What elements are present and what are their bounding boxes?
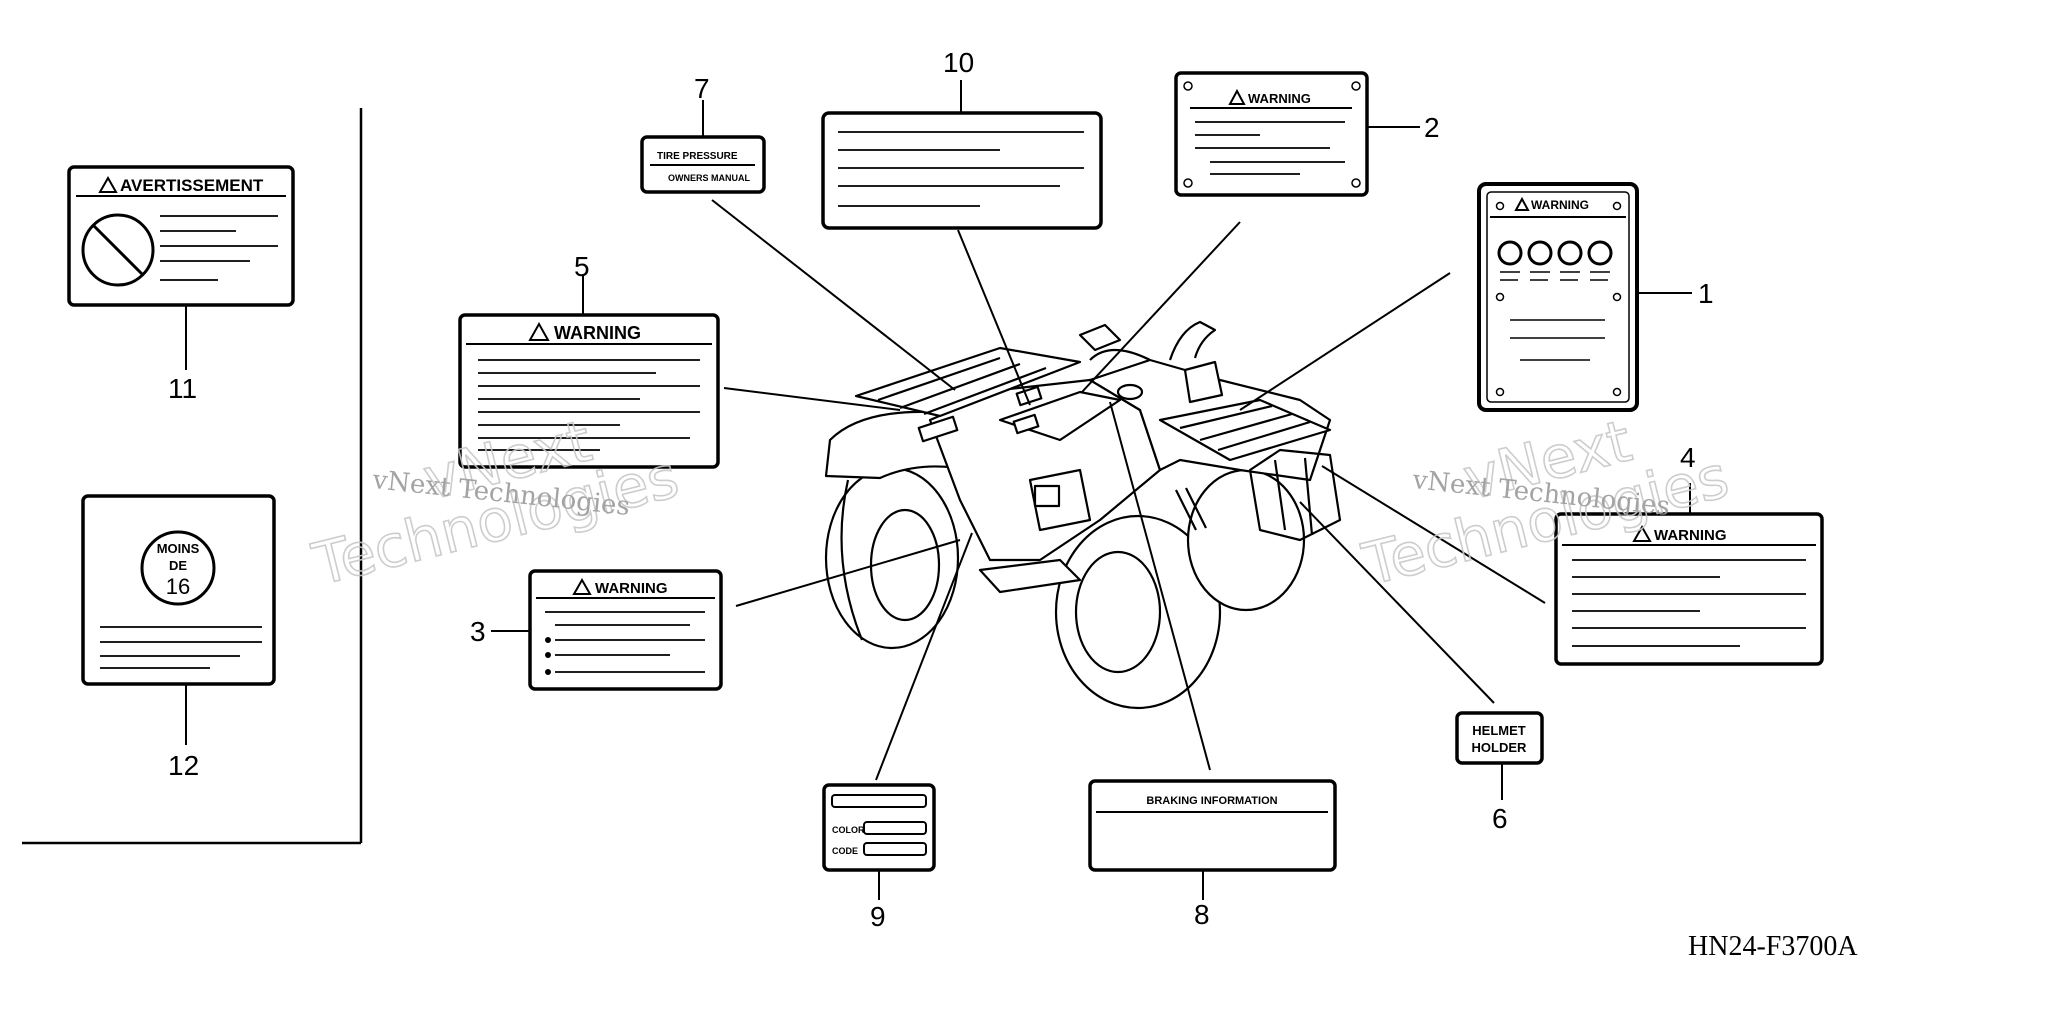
pictogram-icons: [1497, 240, 1613, 266]
label-4-warning: WARNING: [1554, 512, 1824, 666]
label-8-braking-information: BRAKING INFORMATION: [1088, 779, 1337, 872]
label-11-avertissement: AVERTISSEMENT: [67, 165, 295, 307]
callout-12: 12: [168, 750, 199, 781]
callout-1: 1: [1698, 278, 1714, 309]
callout-8: 8: [1194, 899, 1210, 930]
label-6-helmet-holder: HELMET HOLDER: [1455, 711, 1544, 765]
warning-text: WARNING: [595, 580, 668, 597]
warning-triangle-icon: [1514, 196, 1530, 211]
warning-text: WARNING: [1248, 91, 1311, 106]
braking-information-text: BRAKING INFORMATION: [1146, 795, 1277, 807]
callout-2: 2: [1424, 112, 1440, 143]
inset-divider: [22, 108, 363, 845]
callout-9: 9: [870, 901, 886, 932]
warning-triangle-icon: [98, 175, 118, 193]
owners-manual-text: OWNERS MANUAL: [668, 173, 750, 183]
callout-6: 6: [1492, 803, 1508, 834]
passenger-pictogram-icon: [1557, 240, 1583, 266]
label-5-warning: WARNING: [458, 313, 720, 469]
callout-3: 3: [470, 616, 486, 647]
leader-lines: [185, 80, 1692, 900]
label-2-warning: WARNING: [1174, 71, 1369, 197]
callout-4: 4: [1680, 442, 1696, 473]
callout-7: 7: [694, 73, 710, 104]
holder-text: HOLDER: [1472, 740, 1528, 755]
warning-text: WARNING: [1531, 198, 1589, 212]
warning-triangle-icon: [1228, 88, 1246, 105]
avertissement-text: AVERTISSEMENT: [120, 176, 264, 195]
age-circle-icon: [140, 530, 216, 606]
label-9-color-code: COLOR CODE: [822, 783, 936, 872]
callout-5: 5: [574, 251, 590, 282]
age-text: 16: [166, 574, 190, 599]
label-10-info: [821, 111, 1103, 230]
age-pictogram-icon: [1497, 240, 1523, 266]
callout-11: 11: [168, 373, 197, 404]
label-1-warning: WARNING: [1477, 182, 1639, 412]
label-12-age-warning: MOINS DE 16: [81, 494, 276, 686]
warning-triangle-icon: [528, 321, 550, 341]
label-7-tire-pressure: TIRE PRESSURE OWNERS MANUAL: [640, 135, 766, 194]
helmet-text: HELMET: [1472, 723, 1526, 738]
helmet-pictogram-icon: [1527, 240, 1553, 266]
warning-text: WARNING: [554, 323, 641, 343]
code-text: CODE: [832, 846, 858, 856]
diagram-code: HN24-F3700A: [1688, 931, 1858, 962]
callout-10: 10: [943, 47, 974, 78]
callout-numbers: 1 2 3 4 5 6 7 8 9 10 11 12: [168, 47, 1714, 932]
warning-triangle-icon: [1632, 524, 1652, 542]
color-text: COLOR: [832, 825, 865, 835]
label-3-warning: WARNING: [528, 569, 723, 691]
prohibited-rider-icon: [81, 213, 155, 287]
road-pictogram-icon: [1587, 240, 1613, 266]
atv-illustration: [824, 320, 1342, 710]
warning-triangle-icon: [572, 577, 592, 595]
warning-text: WARNING: [1654, 527, 1727, 544]
moins-text: MOINS: [157, 541, 200, 556]
de-text: DE: [169, 558, 187, 573]
tire-pressure-text: TIRE PRESSURE: [657, 151, 738, 162]
